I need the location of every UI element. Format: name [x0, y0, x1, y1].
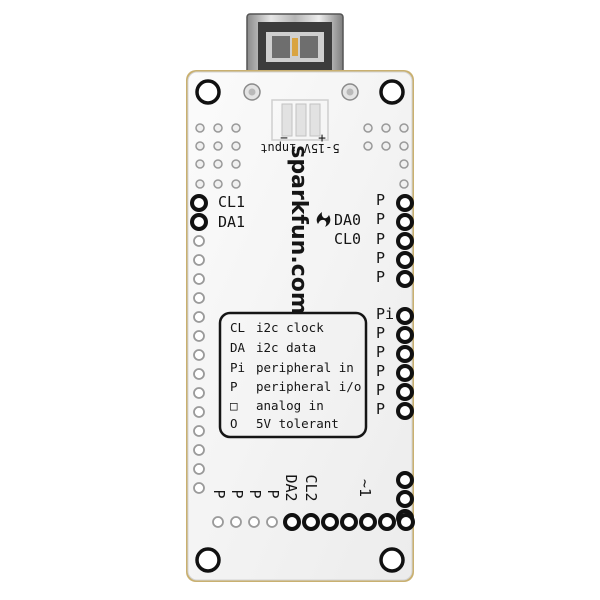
left-pin-pad: [193, 292, 205, 304]
legend-key-5: □: [230, 398, 238, 413]
left-pin-header: [190, 194, 208, 494]
bottom-pin-pad: [230, 516, 242, 528]
bottom-label-p3: P: [228, 489, 246, 498]
left-pin-pad: [193, 368, 205, 380]
right-label-10: P: [376, 381, 385, 399]
right-pin-pad: [396, 307, 414, 325]
right-pin-pad: [396, 326, 414, 344]
bottom-pin-pad: [397, 513, 415, 531]
mounting-holes: [195, 79, 405, 573]
left-pin-pad: [193, 482, 205, 494]
right-pin-pad: [396, 270, 414, 288]
right-label-11: P: [376, 400, 385, 418]
legend-text-2: i2c data: [256, 340, 316, 355]
power-input-label-group: 5-15V input: [260, 141, 339, 155]
pin-label-da1: DA1: [218, 213, 245, 231]
left-pin-pad: [193, 311, 205, 323]
left-pin-pad: [193, 273, 205, 285]
bottom-pin-pad: [378, 513, 396, 531]
right-label-1: P: [376, 191, 385, 209]
bottom-label-cl2: CL2: [302, 474, 320, 501]
legend-key-2: DA: [230, 340, 246, 355]
right-label-4: P: [376, 249, 385, 267]
legend-key-6: O: [230, 416, 238, 431]
bottom-pin-pad: [302, 513, 320, 531]
right-pin-pad: [396, 345, 414, 363]
sparkfun-logo: sparkfun.com: [286, 145, 311, 315]
right-label-8: P: [376, 343, 385, 361]
bottom-label-p1: P: [264, 489, 282, 498]
legend-key-1: CL: [230, 320, 245, 335]
legend-text-1: i2c clock: [256, 320, 324, 335]
right-label-3: P: [376, 230, 385, 248]
right-pin-pad: [396, 364, 414, 382]
left-pin-pad: [190, 194, 208, 212]
status-leds: [243, 83, 359, 101]
left-pin-pad: [193, 330, 205, 342]
flame-icon: [316, 212, 331, 227]
power-input-footprint: [271, 99, 329, 141]
right-pin-pad: [396, 213, 414, 231]
left-pin-pad: [193, 444, 205, 456]
power-plus-label: +: [318, 131, 326, 146]
right-pin-pad: [396, 194, 414, 212]
bottom-pin-pad: [248, 516, 260, 528]
usb-connector: [246, 13, 344, 79]
legend-text-4: peripheral i/o: [256, 379, 361, 394]
pin-label-cl0: CL0: [334, 230, 361, 248]
right-label-2: P: [376, 210, 385, 228]
bottom-pin-pad: [283, 513, 301, 531]
pin-label-da0: DA0: [334, 211, 361, 229]
bottom-pin-pad: [340, 513, 358, 531]
bottom-pin-pad: [321, 513, 339, 531]
right-pin-header: [396, 194, 414, 527]
bottom-pin-header: [212, 513, 415, 531]
bottom-label-p4: P: [210, 489, 228, 498]
left-pin-pad: [193, 406, 205, 418]
bottom-label-tilde: ~1: [356, 479, 374, 497]
right-label-6: Pi: [376, 305, 394, 323]
left-pin-pad: [193, 349, 205, 361]
power-minus-label: −: [280, 131, 288, 146]
pin-legend: CL i2c clock DA i2c data Pi peripheral i…: [218, 311, 368, 439]
left-pin-pad: [193, 463, 205, 475]
right-label-5: P: [376, 268, 385, 286]
left-pin-pad: [193, 387, 205, 399]
legend-key-4: P: [230, 379, 238, 394]
bottom-pin-pad: [212, 516, 224, 528]
power-input-label: 5-15V input: [260, 141, 339, 155]
pin-label-cl1: CL1: [218, 193, 245, 211]
pcb-board: [186, 70, 414, 582]
right-label-9: P: [376, 362, 385, 380]
right-pin-pad: [396, 232, 414, 250]
left-pin-pad: [190, 213, 208, 231]
legend-text-5: analog in: [256, 398, 324, 413]
bottom-label-p2: P: [246, 489, 264, 498]
bottom-pin-pad: [266, 516, 278, 528]
right-label-7: P: [376, 324, 385, 342]
right-pin-pad: [396, 490, 414, 508]
right-column-labels: P P P P P Pi P P P P P: [376, 191, 394, 418]
left-pin-pad: [193, 235, 205, 247]
logo-text: sparkfun.com: [286, 145, 311, 315]
legend-text-6: 5V tolerant: [256, 416, 339, 431]
vias-top-right: [363, 123, 409, 189]
right-pin-pad: [396, 471, 414, 489]
left-pin-pad: [193, 425, 205, 437]
legend-key-3: Pi: [230, 360, 245, 375]
right-pin-pad: [396, 251, 414, 269]
vias-top-left: [195, 123, 241, 189]
bottom-pin-labels: CL2 DA2 P P P P ~1: [210, 474, 374, 501]
left-pin-pad: [193, 254, 205, 266]
legend-text-3: peripheral in: [256, 360, 354, 375]
bottom-pin-pad: [359, 513, 377, 531]
right-pin-pad: [396, 402, 414, 420]
right-pin-pad: [396, 383, 414, 401]
bottom-label-da2: DA2: [282, 474, 300, 501]
